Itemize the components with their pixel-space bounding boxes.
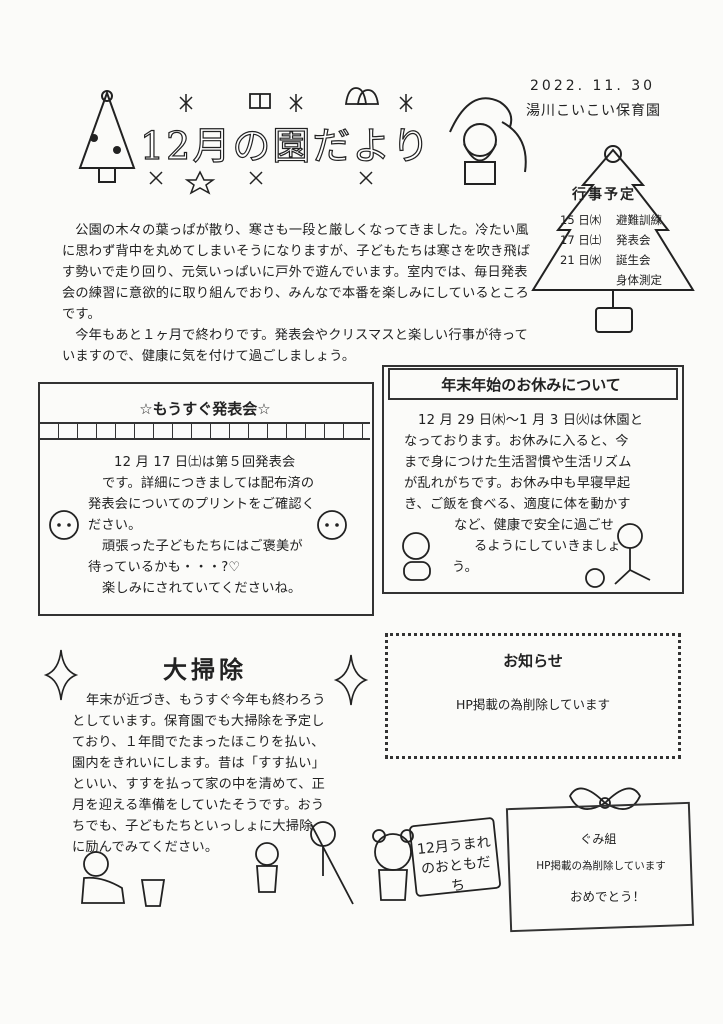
snowflake-decoration [149,94,413,195]
birthday-wish: おめでとう！ [570,889,646,904]
intro-paragraph-2: 今年もあと１ヶ月で終わりです。発表会やクリスマスと楽しい行事が待っていますので、… [62,328,528,364]
notice-body: HP掲載の為削除しています [455,697,611,712]
event-row: 15 日㈭避難訓練 [560,213,662,227]
child-eating-icon [402,532,431,581]
issue-date: 2022. 11. 30 [530,78,656,94]
event-row: 身体測定 [616,273,662,287]
stage-curtain-valance [40,422,370,440]
intro-text: 公園の木々の葉っぱが散り、寒さも一段と厳しくなってきました。冷たい風に思わず背中… [62,220,532,367]
event-row: 21 日㈬誕生会 [560,253,651,267]
santa-icon [449,97,527,185]
event-tree-frame [531,145,695,333]
children-sweeping-icon [255,821,354,905]
holiday-text: 12 月 29 日㈭～1 月 3 日㈫は休園と なっております。お休みに入ると、… [404,413,644,575]
event-row: 17 日㈯発表会 [560,233,651,247]
holiday-box [382,365,684,594]
events-list: 15 日㈭避難訓練 17 日㈯発表会 21 日㈬誕生会 身体測定 [560,210,690,290]
bear-with-sign-icon [372,817,501,901]
holiday-title-tab [388,368,678,400]
boy-peeking-icon [317,510,347,540]
sparkle-icon [333,654,369,706]
cleaning-title: 大掃除 [163,656,247,684]
school-name: 湯川こいこい保育園 [526,103,661,119]
notice-title: お知らせ [503,652,563,670]
notice-box [385,633,681,759]
bell-icon [344,87,380,105]
recital-stage-frame [38,382,374,616]
child-playing-soccer-icon [585,523,651,588]
ribbon-bow-icon [568,787,642,810]
recital-text: 12 月 17 日㈯は第５回発表会 です。詳細につきましては配布済の 発表会につ… [88,455,316,596]
child-peeking-icon [49,510,79,540]
holiday-title: 年末年始のお休みについて [441,376,621,394]
birthday-sign-text: 12月うまれのおともだち [416,834,492,895]
cleaning-text: 年末が近づき、もうすぐ今年も終わろう としています。保育園でも大掃除を予定し て… [72,693,326,855]
present-icon [249,93,271,109]
christmas-tree-icon [78,90,136,183]
events-title: 行事予定 [572,187,636,203]
birthday-class: ぐみ組 [580,832,617,846]
child-wiping-floor-icon [81,851,166,907]
birthday-body: HP掲載の為削除しています [536,860,666,872]
newsletter-title: 12月の園だより [139,123,432,168]
recital-title: ☆もうすぐ発表会☆ [139,400,271,418]
intro-paragraph-1: 公園の木々の葉っぱが散り、寒さも一段と厳しくなってきました。冷たい風に思わず背中… [62,223,531,322]
sparkle-icon [43,649,79,701]
